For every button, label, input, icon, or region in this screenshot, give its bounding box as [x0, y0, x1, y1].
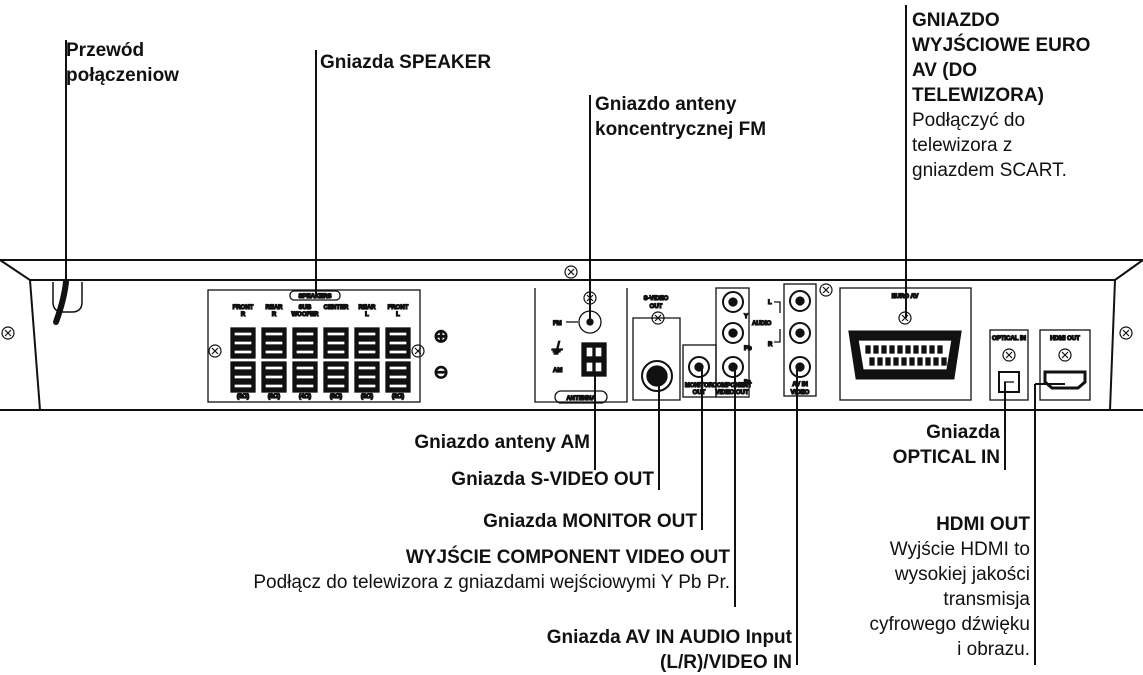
av-in-jacks: L AUDIO R AV IN VIDEO — [751, 283, 817, 397]
power-cord — [52, 279, 83, 325]
callout-hdmi-out: HDMI OUT Wyjście HDMI to wysokiej jakośc… — [869, 514, 1030, 660]
hdmi-connector: HDMI OUT — [1039, 329, 1091, 401]
callout-monitor-out: Gniazda MONITOR OUT — [483, 511, 697, 532]
speaker-impedance-label: (8Ω) — [330, 394, 342, 400]
speaker-channel-label: FRONT — [233, 305, 254, 311]
callout-fm-antenna: Gniazdo anteny koncentrycznej FM — [595, 94, 767, 140]
svg-text:COMPONENT: COMPONENT — [713, 383, 752, 389]
chassis — [0, 259, 1143, 411]
svg-text:S-VIDEO: S-VIDEO — [644, 296, 669, 302]
speaker-impedance-label: (8Ω) — [361, 394, 373, 400]
speaker-impedance-label: (8Ω) — [392, 394, 404, 400]
speaker-channel-label: L — [396, 312, 400, 318]
svg-text:⏚: ⏚ — [548, 341, 564, 358]
speaker-impedance-label: (4Ω) — [299, 394, 311, 400]
callout-svideo-out: Gniazda S-VIDEO OUT — [451, 469, 654, 490]
svg-text:AV IN: AV IN — [792, 382, 808, 388]
svg-text:Y: Y — [744, 314, 748, 320]
svg-text:OUT: OUT — [693, 390, 706, 396]
speaker-channel-label: R — [241, 312, 246, 318]
svg-text:MONITOR: MONITOR — [685, 383, 714, 389]
svg-text:HDMI OUT: HDMI OUT — [1050, 336, 1080, 342]
svg-text:Pb: Pb — [744, 346, 752, 352]
svg-text:⊕: ⊕ — [433, 326, 448, 346]
svg-text:FM: FM — [553, 321, 562, 327]
svg-text:VIDEO OUT: VIDEO OUT — [715, 390, 748, 396]
callout-power-cord: Przewód połączeniow — [66, 40, 179, 86]
speaker-channel-label: REAR — [265, 305, 283, 311]
svg-text:Pr: Pr — [744, 380, 751, 386]
speaker-impedance-label: (8Ω) — [237, 394, 249, 400]
svg-text:AUDIO: AUDIO — [752, 321, 772, 327]
callout-speaker: Gniazda SPEAKER — [320, 52, 492, 73]
antenna-terminals: ANTENNA FM ⏚ AM — [534, 288, 628, 404]
speaker-channel-label: REAR — [358, 305, 376, 311]
svg-text:OUT: OUT — [650, 304, 663, 310]
svg-text:OPTICAL IN: OPTICAL IN — [992, 336, 1026, 342]
speaker-channel-label: FRONT — [388, 305, 409, 311]
optical-connector: OPTICAL IN — [989, 329, 1029, 401]
callout-component-video-out: WYJŚCIE COMPONENT VIDEO OUT Podłącz do t… — [253, 547, 730, 593]
leader-lines — [65, 5, 1065, 665]
speaker-channel-label: SUB — [299, 305, 312, 311]
callout-av-in: Gniazda AV IN AUDIO Input (L/R)/VIDEO IN — [546, 627, 792, 673]
svg-text:ANTENNA: ANTENNA — [566, 396, 596, 402]
svg-text:R: R — [768, 342, 773, 348]
speaker-channel-label: WOOFER — [292, 312, 320, 318]
speaker-terminals: SPEAKERS FRONTR(8Ω)REARR(8Ω)SUBWOOFER(4Ω… — [207, 289, 449, 403]
speaker-channel-label: R — [272, 312, 277, 318]
callout-optical-in: Gniazda OPTICAL IN — [892, 422, 1000, 468]
speaker-impedance-label: (8Ω) — [268, 394, 280, 400]
svg-text:L: L — [768, 300, 772, 306]
callout-am-antenna: Gniazdo anteny AM — [414, 432, 590, 453]
svg-text:AM: AM — [553, 368, 562, 374]
video-outputs: S-VIDEO OUT MONITOR OUT Y Pb Pr COMPONEN… — [632, 287, 753, 401]
callout-euro-av: GNIAZDO WYJŚCIOWE EURO AV (DO TELEWIZORA… — [912, 10, 1091, 181]
speaker-channel-label: L — [365, 312, 369, 318]
leader-hdmi — [1034, 383, 1065, 665]
speaker-channel-label: CENTER — [324, 305, 349, 311]
svg-text:VIDEO: VIDEO — [791, 390, 810, 396]
svg-text:⊖: ⊖ — [433, 362, 448, 382]
